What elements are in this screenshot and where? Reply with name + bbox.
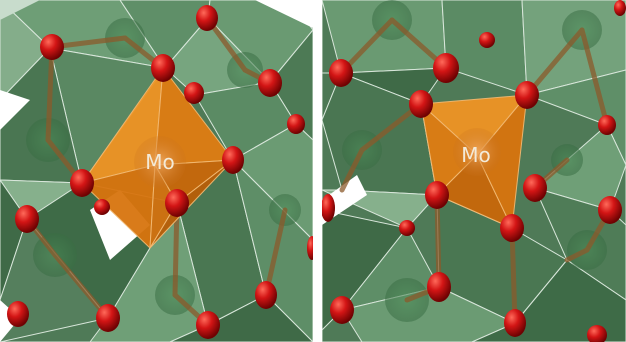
oxygen-atom (523, 174, 547, 202)
oxygen-atoms (322, 0, 626, 342)
oxygen-atom (479, 32, 495, 48)
mo-atom (453, 128, 501, 176)
oxygen-atom (70, 169, 94, 197)
oxygen-atom (287, 114, 305, 134)
mo-atom (134, 136, 186, 188)
oxygen-atom (425, 181, 449, 209)
left-structure-diagram: Mo (0, 0, 313, 342)
oxygen-atom (329, 59, 353, 87)
oxygen-atoms (7, 5, 313, 339)
oxygen-atom (427, 272, 451, 302)
oxygen-atom (409, 90, 433, 118)
oxygen-atom (222, 146, 244, 174)
mo-octahedron (420, 94, 528, 229)
oxygen-atom (322, 194, 335, 222)
mo-label: Mo (145, 150, 175, 174)
oxygen-atom (598, 196, 622, 224)
panel-divider (313, 0, 322, 342)
oxygen-atom (330, 296, 354, 324)
oxygen-atom (196, 5, 218, 31)
oxygen-atom (399, 220, 415, 236)
mo-label: Mo (461, 143, 491, 167)
oxygen-atom (255, 281, 277, 309)
oxygen-atom (598, 115, 616, 135)
oxygen-atom (94, 199, 110, 215)
oxygen-atom (196, 311, 220, 339)
oxygen-atom (307, 236, 313, 260)
oxygen-atom (515, 81, 539, 109)
right-structure-diagram: Mo (322, 0, 626, 342)
oxygen-atom (504, 309, 526, 337)
oxygen-atom (151, 54, 175, 82)
oxygen-atom (184, 82, 204, 104)
oxygen-atom (500, 214, 524, 242)
right-panel: Mo (322, 0, 626, 342)
oxygen-atom (165, 189, 189, 217)
oxygen-atom (40, 34, 64, 60)
oxygen-atom (96, 304, 120, 332)
oxygen-atom (7, 301, 29, 327)
oxygen-atom (258, 69, 282, 97)
oxygen-atom (15, 205, 39, 233)
oxygen-atom (614, 0, 626, 16)
oxygen-atom (587, 325, 607, 342)
left-panel: Mo (0, 0, 313, 342)
oxygen-atom (433, 53, 459, 83)
